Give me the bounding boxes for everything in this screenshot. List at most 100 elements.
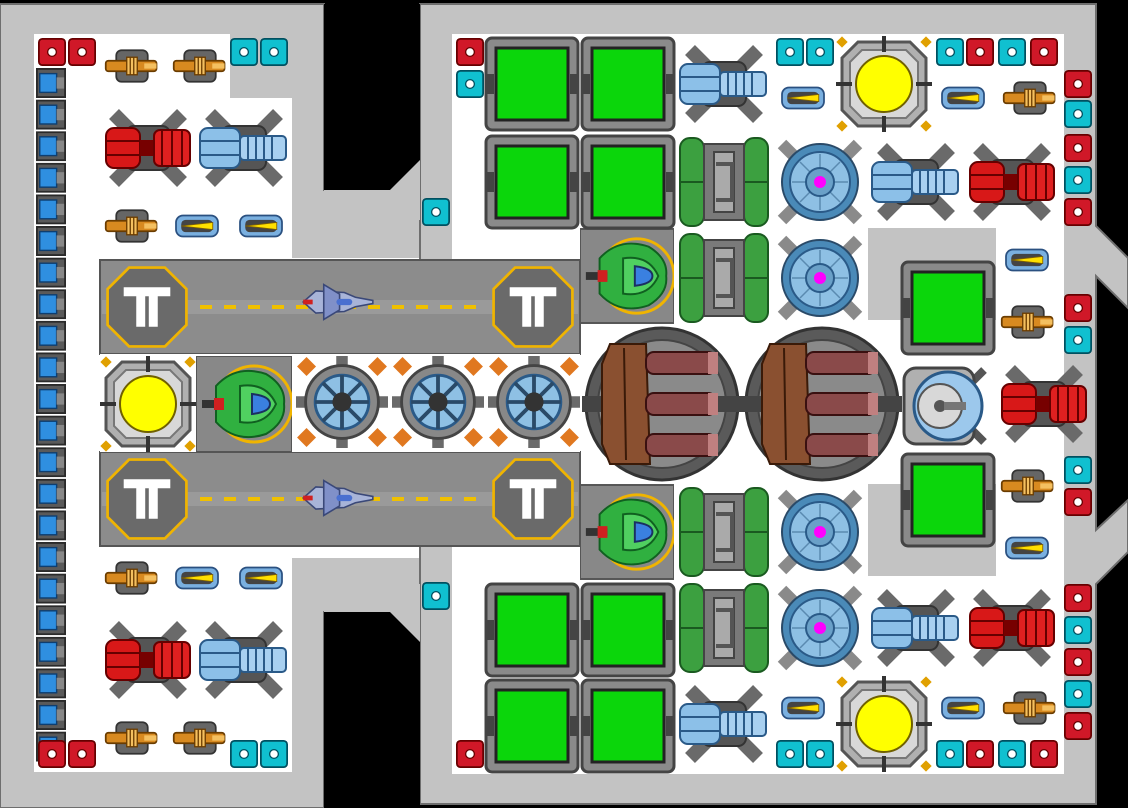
thruster-icon[interactable] xyxy=(36,194,66,225)
hangar-pad-icon[interactable] xyxy=(492,458,574,540)
thruster-icon[interactable] xyxy=(36,605,66,636)
thruster-icon[interactable] xyxy=(36,447,66,478)
red-node-icon[interactable] xyxy=(1030,740,1058,768)
cargo-crate-icon[interactable] xyxy=(484,134,580,230)
thruster-icon[interactable] xyxy=(36,573,66,604)
cyan-node-icon[interactable] xyxy=(230,740,258,768)
fuel-tank-icon[interactable] xyxy=(678,232,770,324)
red-node-icon[interactable] xyxy=(38,38,66,66)
cyan-node-icon[interactable] xyxy=(998,38,1026,66)
green-turret-icon[interactable] xyxy=(580,228,674,324)
cargo-crate-icon[interactable] xyxy=(580,582,676,678)
cyan-node-icon[interactable] xyxy=(1064,456,1092,484)
yellow-laser-icon[interactable] xyxy=(781,86,825,110)
cyan-node-icon[interactable] xyxy=(806,38,834,66)
red-node-icon[interactable] xyxy=(966,740,994,768)
thruster-icon[interactable] xyxy=(36,415,66,446)
cyan-node-icon[interactable] xyxy=(1064,680,1092,708)
thruster-icon[interactable] xyxy=(36,99,66,130)
red-node-icon[interactable] xyxy=(68,38,96,66)
yellow-laser-icon[interactable] xyxy=(1005,536,1049,560)
cargo-crate-icon[interactable] xyxy=(580,134,676,230)
cargo-crate-icon[interactable] xyxy=(580,36,676,132)
cyan-node-icon[interactable] xyxy=(776,740,804,768)
reactor-core-icon[interactable] xyxy=(100,356,196,452)
hangar-pad-icon[interactable] xyxy=(106,266,188,348)
green-turret-icon[interactable] xyxy=(196,356,292,452)
reactor-core-icon[interactable] xyxy=(836,36,932,132)
cargo-crate-icon[interactable] xyxy=(580,678,676,774)
shield-generator-icon[interactable] xyxy=(782,494,858,570)
thruster-icon[interactable] xyxy=(36,320,66,351)
cyan-node-icon[interactable] xyxy=(230,38,258,66)
yellow-laser-icon[interactable] xyxy=(239,566,283,590)
cyan-node-icon[interactable] xyxy=(1064,166,1092,194)
cargo-crate-icon[interactable] xyxy=(484,36,580,132)
yellow-laser-icon[interactable] xyxy=(781,696,825,720)
thruster-icon[interactable] xyxy=(36,257,66,288)
sensor-dish-icon[interactable] xyxy=(904,368,984,444)
cyan-node-icon[interactable] xyxy=(260,38,288,66)
cargo-crate-icon[interactable] xyxy=(900,452,996,548)
thruster-icon[interactable] xyxy=(36,542,66,572)
gyroscope-icon[interactable] xyxy=(488,356,580,448)
cyan-node-icon[interactable] xyxy=(422,198,450,226)
cyan-node-icon[interactable] xyxy=(998,740,1026,768)
thruster-icon[interactable] xyxy=(36,352,66,383)
red-node-icon[interactable] xyxy=(68,740,96,768)
cyan-node-icon[interactable] xyxy=(1064,100,1092,128)
yellow-laser-icon[interactable] xyxy=(941,86,985,110)
hangar-pad-icon[interactable] xyxy=(492,266,574,348)
red-node-icon[interactable] xyxy=(456,740,484,768)
yellow-laser-icon[interactable] xyxy=(239,214,283,238)
reactor-core-icon[interactable] xyxy=(836,676,932,772)
cargo-crate-icon[interactable] xyxy=(484,678,580,774)
red-node-icon[interactable] xyxy=(38,740,66,768)
red-node-icon[interactable] xyxy=(1064,134,1092,162)
red-node-icon[interactable] xyxy=(1064,294,1092,322)
cargo-crate-icon[interactable] xyxy=(900,260,996,356)
cyan-node-icon[interactable] xyxy=(422,582,450,610)
thruster-icon[interactable] xyxy=(36,289,66,320)
yellow-laser-icon[interactable] xyxy=(1005,248,1049,272)
thruster-icon[interactable] xyxy=(36,636,66,667)
red-node-icon[interactable] xyxy=(966,38,994,66)
red-node-icon[interactable] xyxy=(1064,584,1092,612)
shield-generator-icon[interactable] xyxy=(782,590,858,666)
thruster-icon[interactable] xyxy=(36,68,66,98)
shield-generator-icon[interactable] xyxy=(782,144,858,220)
red-node-icon[interactable] xyxy=(1064,70,1092,98)
thruster-icon[interactable] xyxy=(36,131,66,162)
red-node-icon[interactable] xyxy=(1064,198,1092,226)
gyroscope-icon[interactable] xyxy=(392,356,484,448)
cyan-node-icon[interactable] xyxy=(776,38,804,66)
hangar-pad-icon[interactable] xyxy=(106,458,188,540)
red-node-icon[interactable] xyxy=(1064,712,1092,740)
thruster-icon[interactable] xyxy=(36,384,66,414)
fuel-tank-icon[interactable] xyxy=(678,582,770,674)
fuel-tank-icon[interactable] xyxy=(678,136,770,228)
thruster-icon[interactable] xyxy=(36,510,66,541)
yellow-laser-icon[interactable] xyxy=(175,214,219,238)
cyan-node-icon[interactable] xyxy=(1064,326,1092,354)
cargo-crate-icon[interactable] xyxy=(484,582,580,678)
yellow-laser-icon[interactable] xyxy=(941,696,985,720)
shield-generator-icon[interactable] xyxy=(782,240,858,316)
cyan-node-icon[interactable] xyxy=(806,740,834,768)
red-node-icon[interactable] xyxy=(1064,488,1092,516)
thruster-icon[interactable] xyxy=(36,700,66,730)
cyan-node-icon[interactable] xyxy=(936,38,964,66)
launch-bay-icon[interactable] xyxy=(742,326,902,482)
cyan-node-icon[interactable] xyxy=(456,70,484,98)
thruster-icon[interactable] xyxy=(36,478,66,509)
cyan-node-icon[interactable] xyxy=(260,740,288,768)
cyan-node-icon[interactable] xyxy=(1064,616,1092,644)
green-turret-icon[interactable] xyxy=(580,484,674,580)
cyan-node-icon[interactable] xyxy=(936,740,964,768)
thruster-icon[interactable] xyxy=(36,226,66,256)
thruster-icon[interactable] xyxy=(36,162,66,193)
red-node-icon[interactable] xyxy=(456,38,484,66)
thruster-icon[interactable] xyxy=(36,668,66,699)
launch-bay-icon[interactable] xyxy=(582,326,742,482)
red-node-icon[interactable] xyxy=(1030,38,1058,66)
